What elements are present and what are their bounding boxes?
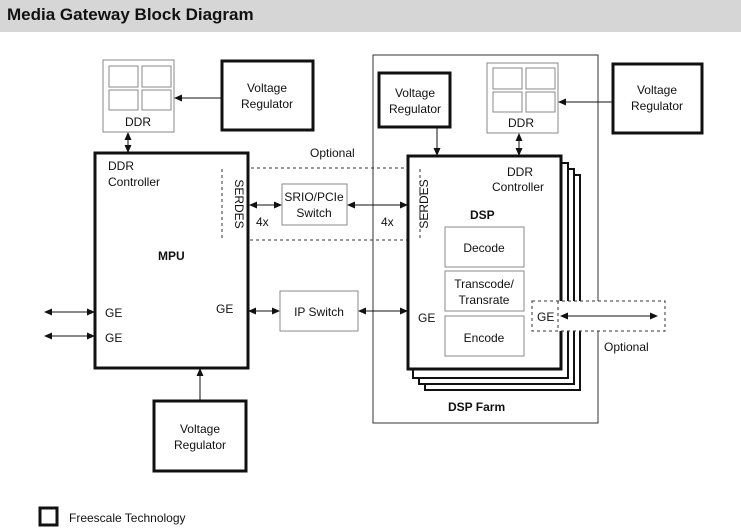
svg-text:Controller: Controller bbox=[492, 180, 544, 194]
svg-text:DDR: DDR bbox=[507, 165, 533, 179]
svg-text:DDR: DDR bbox=[508, 116, 534, 130]
legend-swatch bbox=[38, 506, 59, 527]
svg-text:Voltage: Voltage bbox=[637, 83, 677, 97]
dsp-farm-container bbox=[372, 54, 599, 424]
mpu-label: MPU bbox=[158, 249, 185, 263]
dsp-farm-label: DSP Farm bbox=[448, 400, 505, 414]
svg-text:Transcode/: Transcode/ bbox=[454, 277, 514, 291]
dsp-label: DSP bbox=[470, 208, 495, 222]
svg-text:DDR: DDR bbox=[125, 115, 151, 129]
lane-width-left: 4x bbox=[256, 215, 269, 229]
svg-text:Voltage: Voltage bbox=[247, 81, 287, 95]
svg-text:Regulator: Regulator bbox=[241, 97, 293, 111]
svg-text:Regulator: Regulator bbox=[631, 99, 683, 113]
mpu-ge-left-1: GE bbox=[105, 306, 122, 320]
svg-text:IP Switch: IP Switch bbox=[294, 305, 344, 319]
svg-text:Regulator: Regulator bbox=[174, 438, 226, 452]
svg-text:GE: GE bbox=[537, 310, 554, 324]
legend: Freescale Technology bbox=[38, 506, 186, 527]
svg-text:Switch: Switch bbox=[296, 206, 331, 220]
lane-width-right: 4x bbox=[381, 215, 394, 229]
optional-label-top: Optional bbox=[310, 146, 355, 160]
svg-text:Decode: Decode bbox=[463, 241, 505, 255]
legend-label: Freescale Technology bbox=[69, 511, 186, 525]
title-bar: Media Gateway Block Diagram bbox=[0, 0, 741, 32]
svg-text:DDR: DDR bbox=[108, 159, 134, 173]
connectors bbox=[44, 94, 658, 400]
ip-switch: IP Switch bbox=[279, 290, 359, 332]
mpu-block: DDR Controller MPU GE GE GE bbox=[93, 151, 250, 370]
mpu-ge-right: GE bbox=[216, 302, 233, 316]
svg-text:Voltage: Voltage bbox=[395, 86, 435, 100]
svg-text:SRIO/PCIe: SRIO/PCIe bbox=[284, 190, 344, 204]
svg-text:Controller: Controller bbox=[108, 175, 160, 189]
voltage-regulator-dsp: Voltage Regulator bbox=[377, 71, 452, 129]
mpu-serdes-label: SERDES bbox=[232, 179, 246, 228]
ddr-memory-left: DDR bbox=[102, 59, 175, 133]
svg-text:Voltage: Voltage bbox=[180, 422, 220, 436]
voltage-regulator-mpu: Voltage Regulator bbox=[152, 399, 248, 473]
encode-block: Encode bbox=[444, 315, 525, 357]
srio-pcie-switch: SRIO/PCIe Switch bbox=[281, 183, 348, 226]
transcode-transrate-block: Transcode/ Transrate bbox=[444, 270, 525, 312]
ddr-memory-right: DDR bbox=[486, 62, 559, 134]
svg-text:Encode: Encode bbox=[464, 331, 505, 345]
mpu-ge-left-2: GE bbox=[105, 331, 122, 345]
svg-text:Transrate: Transrate bbox=[459, 293, 510, 307]
optional-label-bottom: Optional bbox=[604, 340, 649, 354]
voltage-regulator-ddr-right: Voltage Regulator bbox=[611, 62, 704, 135]
svg-text:Regulator: Regulator bbox=[389, 102, 441, 116]
decode-block: Decode bbox=[444, 226, 525, 268]
voltage-regulator-ddr-left: Voltage Regulator bbox=[220, 59, 315, 132]
dsp-ge-label: GE bbox=[418, 311, 435, 325]
dsp-serdes-label: SERDES bbox=[417, 179, 431, 228]
diagram-title: Media Gateway Block Diagram bbox=[7, 5, 254, 24]
